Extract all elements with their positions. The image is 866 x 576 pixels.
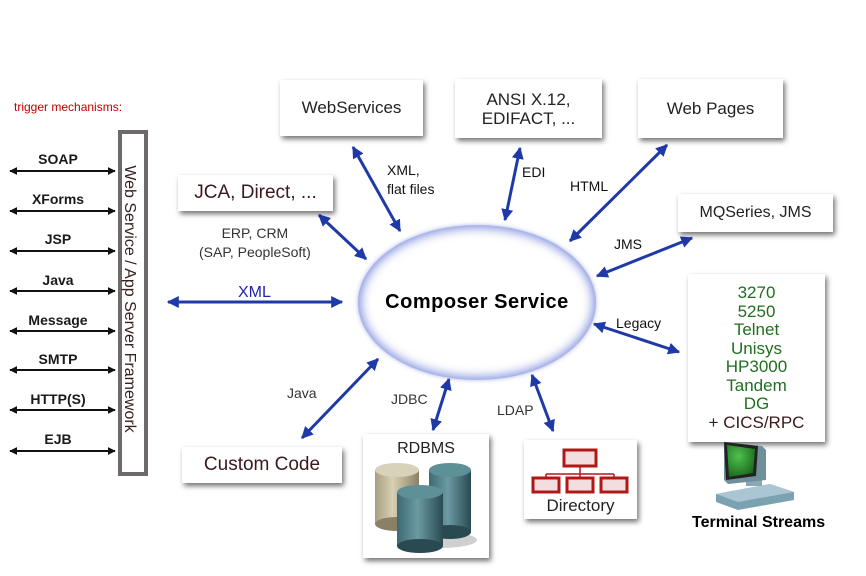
legacy-item: Tandem [726,375,787,395]
node-edifact-label: EDIFACT, ... [481,108,576,128]
trigger-mechanisms-title: trigger mechanisms: [14,100,123,114]
node-directory-label: Directory [546,496,615,515]
trigger-message: Message [28,312,88,328]
terminal-computer-icon [716,442,794,510]
trigger-java: Java [42,272,74,288]
node-rdbms: RDBMS [363,434,489,558]
composer-service-ellipse [358,225,596,380]
legacy-item: HP3000 [725,357,788,376]
legacy-item: Unisys [730,338,782,358]
edge-label-java: Java [287,385,317,401]
arrow-legacy [592,321,681,355]
trigger-jsp: JSP [44,231,72,247]
trigger-ejb: EJB [44,431,72,447]
node-ansi-label: ANSI X.12, [486,89,571,109]
edge-label-erp-line1: ERP, CRM [221,225,289,241]
composer-service-label: Composer Service [385,291,569,313]
edge-label-erp-line2: (SAP, PeopleSoft) [199,244,311,260]
directory-tree-icon [531,448,629,494]
edge-label-xml-flat-line1: XML, [387,162,420,178]
legacy-item: Telnet [733,320,780,339]
database-cylinders-icon [375,463,477,553]
node-rdbms-label: RDBMS [397,440,455,457]
node-jca-label: JCA, Direct, ... [194,182,317,203]
node-mqseries-label: MQSeries, JMS [699,204,812,221]
legacy-item: 5250 [737,301,776,321]
arrow-webservices [351,145,402,233]
edge-label-edi: EDI [522,164,546,180]
trigger-xforms: XForms [31,191,85,207]
legacy-item: DG [743,394,770,413]
arrow-edi [501,146,524,222]
app-server-framework-label: Web Service / App Server Framework [121,165,138,433]
edge-label-jms: JMS [614,236,642,252]
node-web-pages: Web Pages [638,79,783,138]
node-directory: Directory [524,440,637,519]
legacy-item: 3270 [737,283,776,302]
edge-label-legacy: Legacy [616,315,662,331]
node-legacy-systems: 3270 5250 Telnet Unisys HP3000 Tandem DG… [688,274,825,442]
trigger-arrows [9,167,116,455]
node-mqseries-jms: MQSeries, JMS [678,194,833,232]
trigger-https: HTTP(S) [30,391,86,407]
terminal-streams-label: Terminal Streams [692,514,826,531]
edge-label-html: HTML [570,178,609,194]
edge-label-erp: ERP, CRM (SAP, PeopleSoft) [199,224,311,262]
node-webservices-label: WebServices [301,98,402,117]
node-ansi-edifact: ANSI X.12, EDIFACT, ... [455,79,602,138]
node-web-pages-label: Web Pages [666,98,755,118]
edge-label-xml-flat: XML, flat files [387,161,434,199]
arrow-html [568,143,669,243]
edge-label-xml: XML [238,284,271,301]
trigger-soap: SOAP [38,151,78,167]
node-custom-code-label: Custom Code [203,454,321,475]
node-webservices: WebServices [280,80,423,136]
app-server-framework-box [118,130,148,476]
trigger-smtp: SMTP [38,351,78,367]
arrow-jms [595,236,694,278]
edge-label-xml-flat-line2: flat files [387,181,435,197]
service-arrows [166,143,694,440]
arrow-jdbc [430,377,452,432]
edge-label-ldap: LDAP [497,402,534,418]
arrow-jca [317,213,368,261]
legacy-item-cics: + CICS/RPC [708,412,805,432]
arrow-java [300,357,380,440]
edge-label-jdbc: JDBC [391,391,428,407]
arrow-ldap [530,373,555,433]
node-jca-direct: JCA, Direct, ... [178,175,333,211]
node-custom-code: Custom Code [182,447,342,483]
